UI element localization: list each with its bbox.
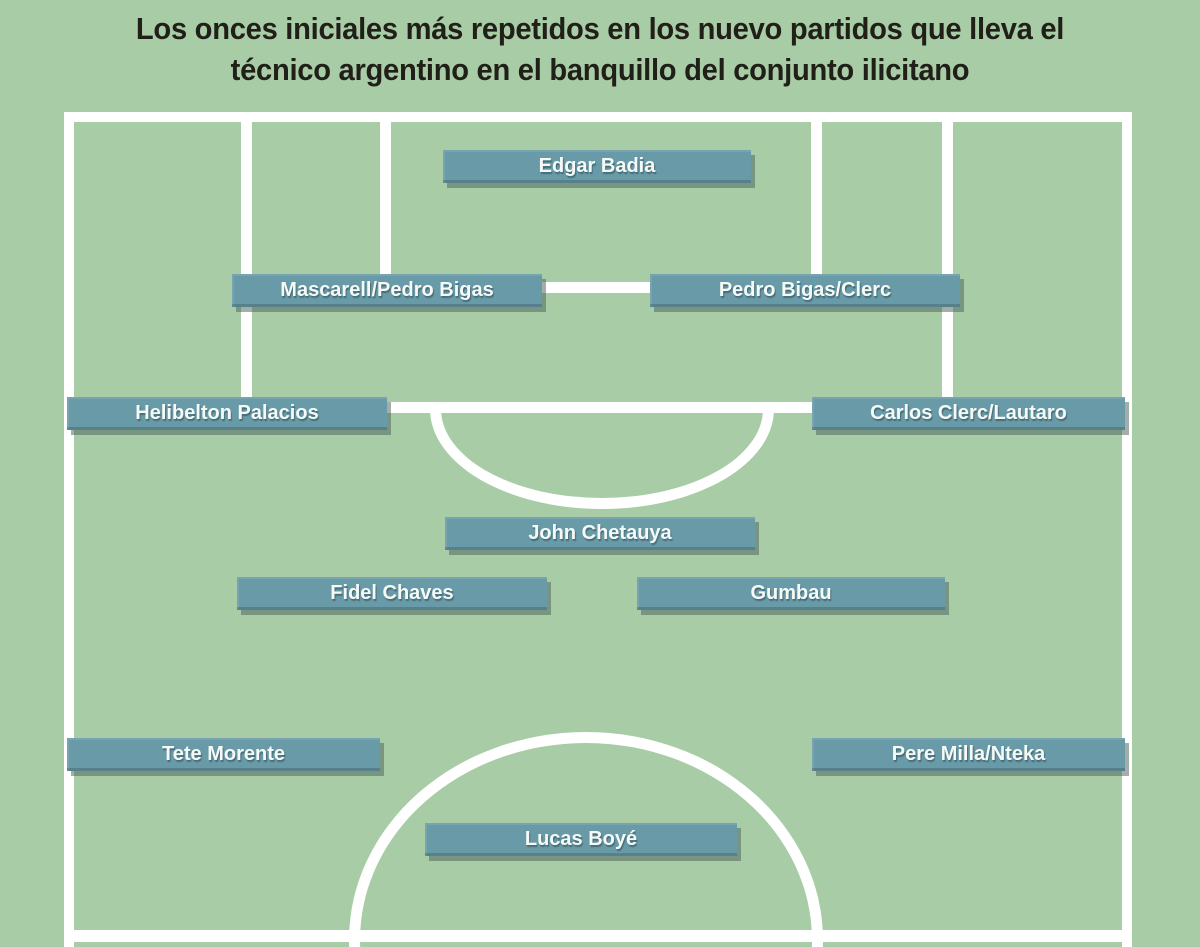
player-label-defensive-midfielder: John Chetauya — [445, 517, 755, 550]
player-label-centre-back-left: Mascarell/Pedro Bigas — [232, 274, 542, 307]
penalty-box-right-line — [942, 122, 953, 413]
goal-box-right-line — [811, 122, 822, 293]
player-label-centre-back-right: Pedro Bigas/Clerc — [650, 274, 960, 307]
halfway-line — [64, 930, 1132, 942]
football-pitch — [64, 112, 1132, 947]
player-label-striker: Lucas Boyé — [425, 823, 737, 856]
player-label-full-back-left: Helibelton Palacios — [67, 397, 387, 430]
player-label-winger-right: Pere Milla/Nteka — [812, 738, 1125, 771]
penalty-box-bottom-line — [241, 402, 953, 413]
player-label-midfielder-left: Fidel Chaves — [237, 577, 547, 610]
pitch-right-line — [1122, 112, 1132, 947]
pitch-left-line — [64, 112, 74, 947]
headline-line-1: Los onces iniciales más repetidos en los… — [135, 11, 1065, 46]
player-label-goalkeeper: Edgar Badia — [443, 150, 751, 183]
player-label-winger-left: Tete Morente — [67, 738, 380, 771]
goal-box-left-line — [380, 122, 391, 293]
headline: Los onces iniciales más repetidos en los… — [36, 8, 1164, 90]
player-label-midfielder-right: Gumbau — [637, 577, 945, 610]
goal-box-bottom-line — [380, 282, 822, 293]
pitch-top-line — [64, 112, 1132, 122]
headline-line-2: técnico argentino en el banquillo del co… — [230, 52, 970, 87]
penalty-box-left-line — [241, 122, 252, 413]
player-label-full-back-right: Carlos Clerc/Lautaro — [812, 397, 1125, 430]
